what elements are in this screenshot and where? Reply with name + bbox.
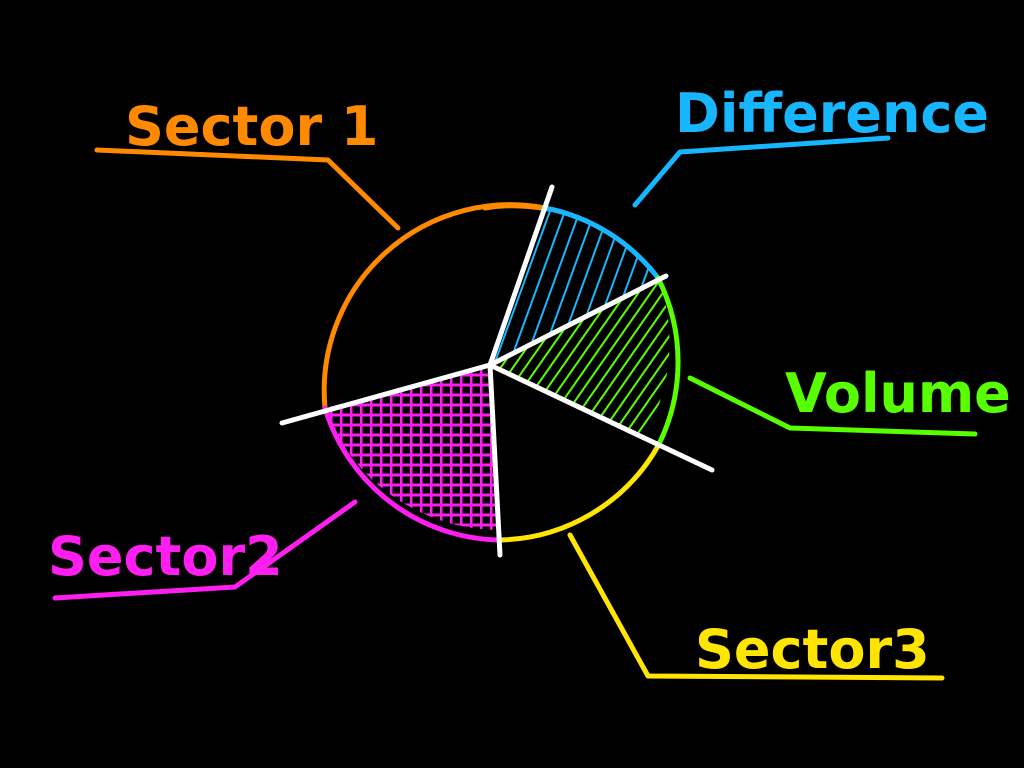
divider-line-right-top (487, 273, 669, 368)
volume-leader-line (687, 375, 978, 437)
sector1-leader-line (94, 147, 401, 231)
sector2-arc (322, 405, 501, 543)
divider-line-right-bottom (487, 362, 715, 473)
sector1-arc-overshoot (482, 203, 551, 212)
difference-arc (542, 205, 661, 281)
sector3-arc (495, 443, 661, 543)
volume-label: Volume (785, 362, 1011, 425)
sector2-leader-line (52, 499, 358, 601)
difference-label: Difference (675, 82, 989, 145)
sector2-label: Sector2 (48, 525, 283, 588)
sector3-label: Sector3 (695, 618, 930, 681)
volume-arc (655, 275, 681, 449)
divider-line-left (279, 362, 493, 426)
divider-line-top (487, 184, 555, 368)
sector3-leader-line (567, 532, 945, 681)
volume-sector-fill (490, 278, 670, 440)
sector2-sector-fill (325, 365, 498, 530)
divider-line-bottom (487, 362, 503, 558)
sector1-label: Sector 1 (125, 95, 378, 158)
difference-leader-line (632, 135, 891, 208)
